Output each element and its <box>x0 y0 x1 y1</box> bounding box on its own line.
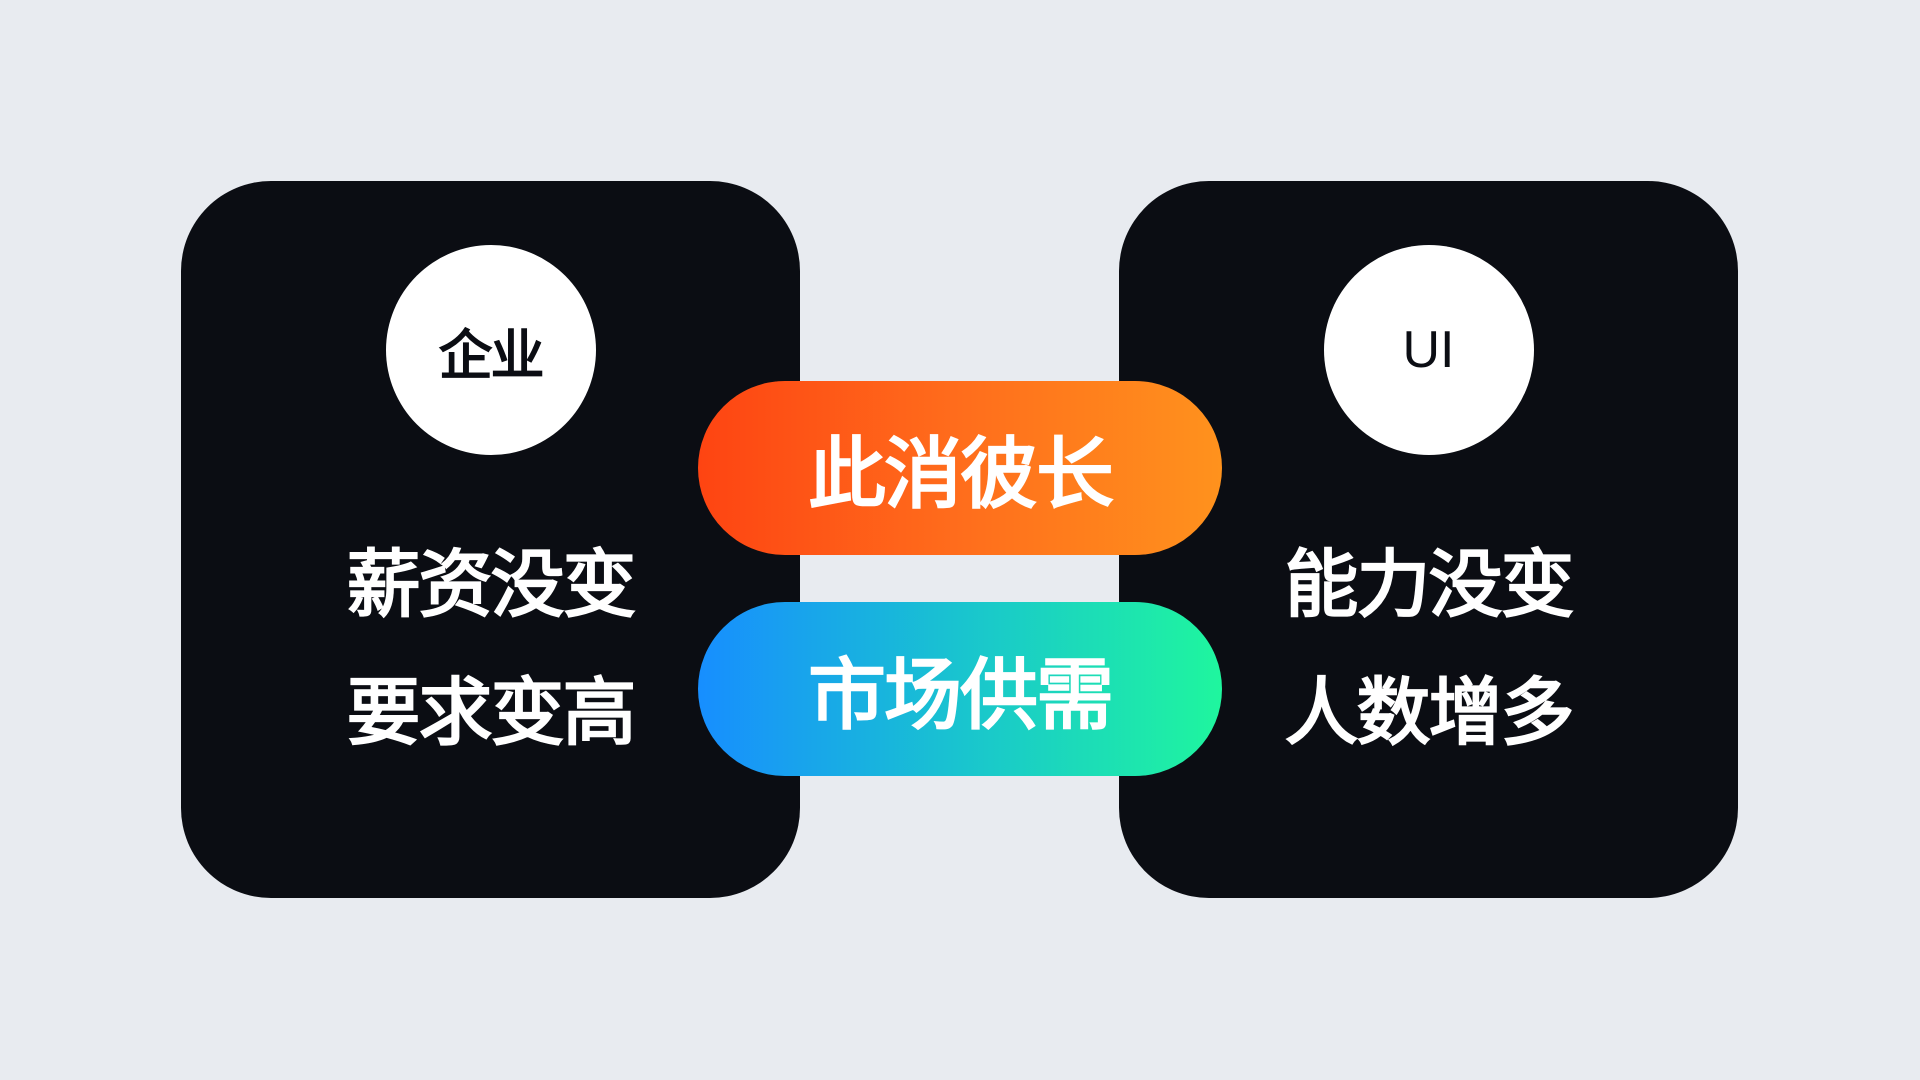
enterprise-card: 企业 薪资没变 要求变高 <box>181 181 800 898</box>
supply-demand-label: 市场供需 <box>807 651 1114 741</box>
ui-points: 能力没变 人数增多 <box>1119 521 1738 777</box>
trade-off-label: 此消彼长 <box>807 430 1114 520</box>
ui-point-ability: 能力没变 <box>1284 542 1575 628</box>
ui-badge: UI <box>1323 245 1534 455</box>
ui-badge-label: UI <box>1402 321 1455 379</box>
enterprise-badge: 企业 <box>385 245 596 455</box>
enterprise-point-salary: 薪资没变 <box>346 542 637 628</box>
ui-point-headcount: 人数增多 <box>1284 670 1575 756</box>
supply-demand-pill: 市场供需 <box>698 602 1222 776</box>
enterprise-badge-label: 企业 <box>438 323 545 387</box>
trade-off-pill: 此消彼长 <box>698 381 1222 555</box>
ui-designer-card: UI 能力没变 人数增多 <box>1119 181 1738 898</box>
enterprise-points: 薪资没变 要求变高 <box>181 521 800 777</box>
enterprise-point-requirements: 要求变高 <box>346 670 637 756</box>
